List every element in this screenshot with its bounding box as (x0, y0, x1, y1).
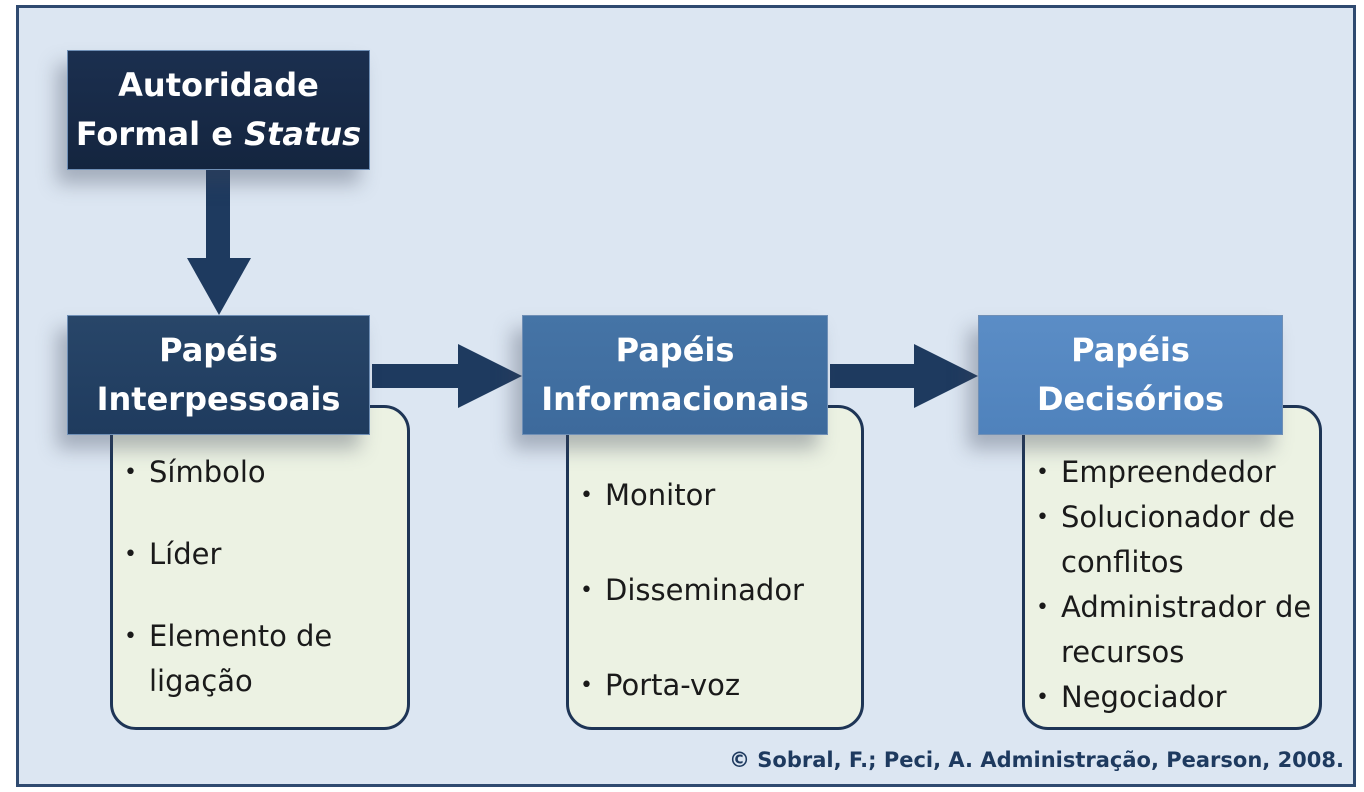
decisional-roles-box: Papéis Decisórios (978, 315, 1283, 435)
interpersonal-roles-box: Papéis Interpessoais (67, 315, 370, 435)
list-item: •Empreendedor (1036, 455, 1276, 489)
list-item: •Administrador de recursos (1036, 590, 1312, 669)
list-item: •Elemento de ligação (124, 619, 333, 698)
list-item: •Monitor (580, 478, 716, 512)
interpersonal-roles-list: •Símbolo •Líder •Elemento de ligação (113, 450, 403, 704)
informational-roles-card: •Monitor •Disseminador •Porta-voz (566, 405, 864, 730)
list-item: •Negociador (1036, 680, 1227, 714)
arrow-down-shaft (206, 170, 230, 260)
copyright-credit: © Sobral, F.; Peci, A. Administração, Pe… (728, 748, 1344, 772)
informational-roles-list: •Monitor •Disseminador •Porta-voz (569, 473, 857, 708)
interpersonal-title-line2: Interpessoais (96, 380, 341, 418)
informational-title-line2: Informacionais (541, 380, 809, 418)
arrow-right-2-shaft (830, 364, 916, 388)
formal-authority-line1: Autoridade (118, 66, 319, 104)
decisional-title-line1: Papéis (1071, 331, 1190, 369)
list-item: •Solucionador de conflitos (1036, 500, 1296, 579)
formal-authority-box: Autoridade Formal e Status (67, 50, 370, 170)
arrow-right-2-icon (914, 344, 978, 408)
list-item: •Disseminador (580, 573, 804, 607)
list-item: •Porta-voz (580, 668, 741, 702)
interpersonal-title-line1: Papéis (159, 331, 278, 369)
decisional-roles-card: •Empreendedor •Solucionador de conflitos… (1022, 405, 1322, 730)
interpersonal-roles-card: •Símbolo •Líder •Elemento de ligação (110, 405, 410, 730)
decisional-roles-list: •Empreendedor •Solucionador de conflitos… (1025, 450, 1315, 720)
arrow-right-1-icon (458, 344, 522, 408)
decisional-title-line2: Decisórios (1036, 380, 1224, 418)
arrow-right-1-shaft (372, 364, 460, 388)
informational-roles-box: Papéis Informacionais (522, 315, 828, 435)
list-item: •Símbolo (124, 455, 266, 489)
formal-authority-line2: Formal e Status (75, 115, 362, 153)
informational-title-line1: Papéis (615, 331, 735, 369)
list-item: •Líder (124, 537, 222, 571)
arrow-down-icon (187, 258, 251, 315)
